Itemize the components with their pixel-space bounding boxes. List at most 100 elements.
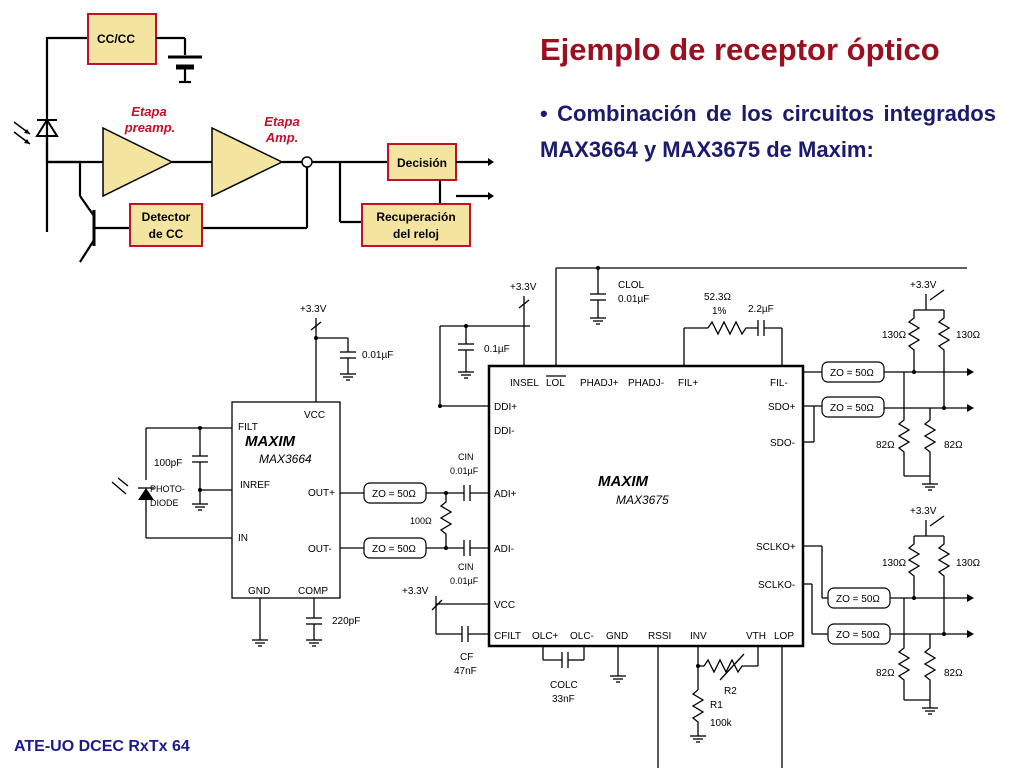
cin-val-1: 0.01µF [450,466,479,476]
pin-ddip: DDI+ [494,402,517,413]
bullet-marker: • [540,101,548,126]
pin-phadjm: PHADJ- [628,378,664,389]
max3664-part: MAX3664 [259,452,312,466]
preamp-label-2: preamp. [124,120,176,135]
preamp-label-1: Etapa [131,104,166,119]
cf-val: 47nF [454,666,477,677]
z0-label-3: ZO = 50Ω [830,368,874,379]
pin-lop: LOP [774,631,794,642]
z0-label-4: ZO = 50Ω [830,403,874,414]
r-130-label-2: 130Ω [956,330,981,341]
c-001-label: 0.01µF [362,350,393,361]
pin-film: FIL- [770,378,788,389]
r1-label: R1 [710,700,723,711]
cin-label-1: CIN [458,452,474,462]
detector-label-2: de CC [149,227,184,241]
slide-footer: ATE-UO DCEC RxTx 64 [14,738,190,755]
pin-outp: OUT+ [308,488,335,499]
cin-val-2: 0.01µF [450,576,479,586]
max3675-chip [487,364,805,648]
pin-lol: LOL [546,378,565,389]
transistor-icon [79,195,130,263]
preamp-triangle [102,126,174,198]
detector-label-1: Detector [142,210,191,224]
supply-wire [45,36,88,232]
pin-insel: INSEL [510,378,539,389]
decision-box [387,143,457,181]
z0-label-6: ZO = 50Ω [836,630,880,641]
v33-label-1: +3.3V [300,304,327,315]
pin-sdop: SDO+ [768,402,796,413]
pin-rssi: RSSI [648,631,671,642]
recovery-label-2: del reloj [393,227,439,241]
colc-val: 33nF [552,694,575,705]
pin-olcp: OLC+ [532,631,559,642]
recovery-label-1: Recuperación [376,210,455,224]
r2-label: R2 [724,686,737,697]
photodiode-label-1: PHOTO- [150,484,185,494]
pin-outm: OUT- [308,544,332,555]
v33-label-2: +3.3V [510,282,537,293]
pin-ddim: DDI- [494,426,515,437]
clol-val: 0.01µF [618,294,649,305]
pin-in: IN [238,533,248,544]
pin-adip: ADI+ [494,489,517,500]
decision-label: Decisión [397,156,447,170]
r-82-label-1: 82Ω [876,440,895,451]
c-100p-label: 100pF [154,458,182,469]
photodiode-icon [13,118,59,145]
cf-label: CF [460,652,473,663]
pin-gnd-1: GND [248,586,270,597]
photodiode-symbol [138,488,154,500]
r-130-label-3: 130Ω [882,558,907,569]
r-82-label-4: 82Ω [944,668,963,679]
pin-adim: ADI- [494,544,514,555]
detector-box [129,203,203,247]
pin-vcc-2: VCC [494,600,515,611]
v33-label-3: +3.3V [910,280,937,291]
bullet-text: Combinación de los circuitos integrados … [540,101,996,162]
slide-bullet: • Combinación de los circuitos integrado… [540,96,996,168]
v33-label-5: +3.3V [402,586,429,597]
pin-gnd-2: GND [606,631,628,642]
r-523-tol: 1% [712,306,727,317]
cc-cc-box [87,13,157,65]
pin-vth: VTH [746,631,766,642]
c-220p-label: 220pF [332,616,360,627]
r-100-label: 100Ω [410,516,432,526]
z0-label-2: ZO = 50Ω [372,544,416,555]
max3664-chip [231,401,341,599]
pin-cfilt: CFILT [494,631,521,642]
pin-comp: COMP [298,586,328,597]
clol-label: CLOL [618,280,645,291]
pin-filt: FILT [238,422,258,433]
photodiode-label-2: DIODE [150,498,179,508]
pin-inv: INV [690,631,707,642]
amp-label-2: Amp. [265,130,299,145]
schematic: MAXIM MAX3664 FILT VCC INREF IN OUT+ OUT… [111,266,981,768]
slide-title: Ejemplo de receptor óptico [540,32,940,67]
colc-label: COLC [550,680,578,691]
max3675-brand: MAXIM [598,473,649,490]
r-130-label-4: 130Ω [956,558,981,569]
max3664-brand: MAXIM [245,433,296,450]
r1-val: 100k [710,718,733,729]
pin-olcm: OLC- [570,631,594,642]
c-22-label: 2.2µF [748,304,774,315]
pin-inref: INREF [240,480,270,491]
cc-cc-label: CC/CC [97,32,135,46]
v33-label-4: +3.3V [910,506,937,517]
cin-label-2: CIN [458,562,474,572]
pin-sclkop: SCLKO+ [756,542,796,553]
r-130-label-1: 130Ω [882,330,907,341]
recovery-box [361,203,471,247]
c-01-label: 0.1µF [484,344,510,355]
z0-label-1: ZO = 50Ω [372,489,416,500]
z0-label-5: ZO = 50Ω [836,594,880,605]
block-diagram: CC/CC Etapa preamp. Etapa [13,13,494,263]
amp-label-1: Etapa [264,114,299,129]
max3675-part: MAX3675 [616,493,669,507]
pin-vcc-1: VCC [304,410,325,421]
r-523-label: 52.3Ω [704,292,731,303]
